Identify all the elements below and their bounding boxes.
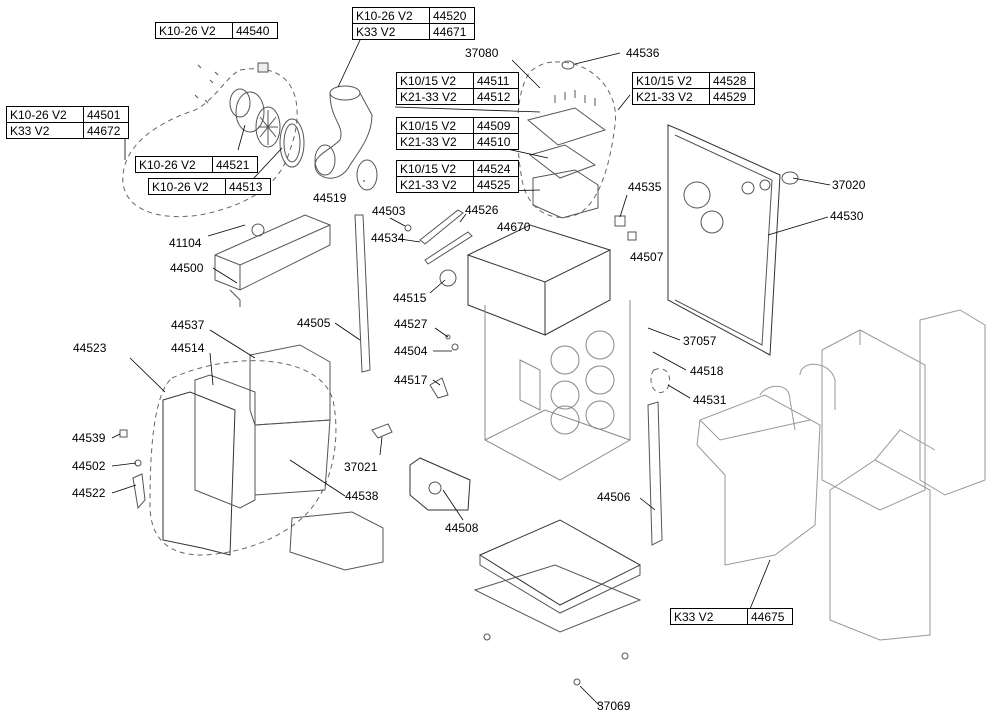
part-label-44526: 44526	[465, 203, 499, 217]
part-code: 44513	[225, 178, 271, 195]
part-code: 44540	[232, 22, 278, 39]
variant-model: K21-33 V2	[396, 176, 474, 193]
part-label-44507: 44507	[630, 250, 664, 264]
side-panel	[667, 124, 799, 356]
variant-model: K33 V2	[352, 23, 430, 40]
part-label-44523: 44523	[73, 341, 107, 355]
part-label-44539: 44539	[72, 431, 106, 445]
part-label-37080: 37080	[465, 46, 499, 60]
part-label-37069: 37069	[597, 699, 631, 713]
fan-assembly-outline	[122, 68, 298, 218]
part-code: 44501	[83, 106, 129, 123]
part-label-44508: 44508	[445, 521, 479, 535]
hinge-plate	[409, 457, 471, 511]
part-code: 44509	[473, 117, 519, 134]
variant-model: K10-26 V2	[135, 156, 213, 173]
part-code: 44511	[473, 72, 519, 89]
part-label-44503: 44503	[372, 204, 406, 218]
part-label-37021: 37021	[344, 460, 378, 474]
thermostat	[371, 423, 393, 439]
part-code: 44675	[747, 608, 793, 625]
part-label-37020: 37020	[832, 178, 866, 192]
fan-parts	[194, 62, 305, 168]
part-label-44506: 44506	[597, 490, 631, 504]
air-duct	[314, 85, 378, 191]
part-label-44530: 44530	[830, 209, 864, 223]
part-label-44522: 44522	[72, 486, 106, 500]
sensor-outline	[650, 368, 671, 393]
part-code: 44525	[473, 176, 519, 193]
rails-and-rods	[354, 209, 473, 399]
part-label-44519: 44519	[313, 191, 347, 205]
part-label-44670: 44670	[497, 220, 531, 234]
part-label-44504: 44504	[394, 344, 428, 358]
part-label-44534: 44534	[371, 231, 405, 245]
variant-model: K33 V2	[6, 122, 84, 139]
part-label-44514: 44514	[171, 341, 205, 355]
part-code: 44512	[473, 88, 519, 105]
part-label-44517: 44517	[394, 373, 428, 387]
part-label-44518: 44518	[690, 364, 724, 378]
variant-model: K10/15 V2	[396, 160, 474, 177]
part-label-44505: 44505	[297, 316, 331, 330]
leader-lines	[111, 37, 831, 707]
variant-model: K10-26 V2	[352, 7, 430, 24]
top-cover-parts	[526, 60, 637, 241]
part-code: 44524	[473, 160, 519, 177]
part-label-44527: 44527	[394, 317, 428, 331]
control-bracket	[214, 214, 331, 307]
variant-model: K10-26 V2	[6, 106, 84, 123]
part-label-44537: 44537	[171, 318, 205, 332]
part-code: 44510	[473, 133, 519, 150]
variant-model: K21-33 V2	[632, 88, 710, 105]
part-code: 44528	[709, 72, 755, 89]
part-label-44536: 44536	[626, 46, 660, 60]
part-label-44531: 44531	[693, 393, 727, 407]
variant-model: K10-26 V2	[148, 178, 226, 195]
variant-model: K10/15 V2	[632, 72, 710, 89]
part-label-44515: 44515	[393, 291, 427, 305]
variant-model: K10/15 V2	[396, 117, 474, 134]
cabinet-parts	[696, 309, 986, 641]
part-code: 44672	[83, 122, 129, 139]
assembly-groups	[122, 61, 671, 556]
variant-model: K10/15 V2	[396, 72, 474, 89]
variant-model: K10-26 V2	[155, 22, 233, 39]
door-parts	[119, 344, 384, 571]
part-label-44535: 44535	[628, 180, 662, 194]
base-plate	[473, 519, 642, 686]
part-code: 44529	[709, 88, 755, 105]
top-cover-assembly-outline	[517, 61, 617, 218]
part-label-44500: 44500	[170, 261, 204, 275]
variant-model: K21-33 V2	[396, 88, 474, 105]
vertical-post	[647, 401, 663, 546]
part-code: 44521	[212, 156, 258, 173]
boiler-body	[466, 224, 631, 481]
part-label-44538: 44538	[345, 489, 379, 503]
door-assembly-outline	[149, 360, 337, 556]
part-code: 44671	[429, 23, 475, 40]
part-code: 44520	[429, 7, 475, 24]
variant-model: K33 V2	[670, 608, 748, 625]
part-label-44502: 44502	[72, 459, 106, 473]
part-label-37057: 37057	[683, 334, 717, 348]
variant-model: K21-33 V2	[396, 133, 474, 150]
part-label-41104: 41104	[169, 236, 202, 250]
